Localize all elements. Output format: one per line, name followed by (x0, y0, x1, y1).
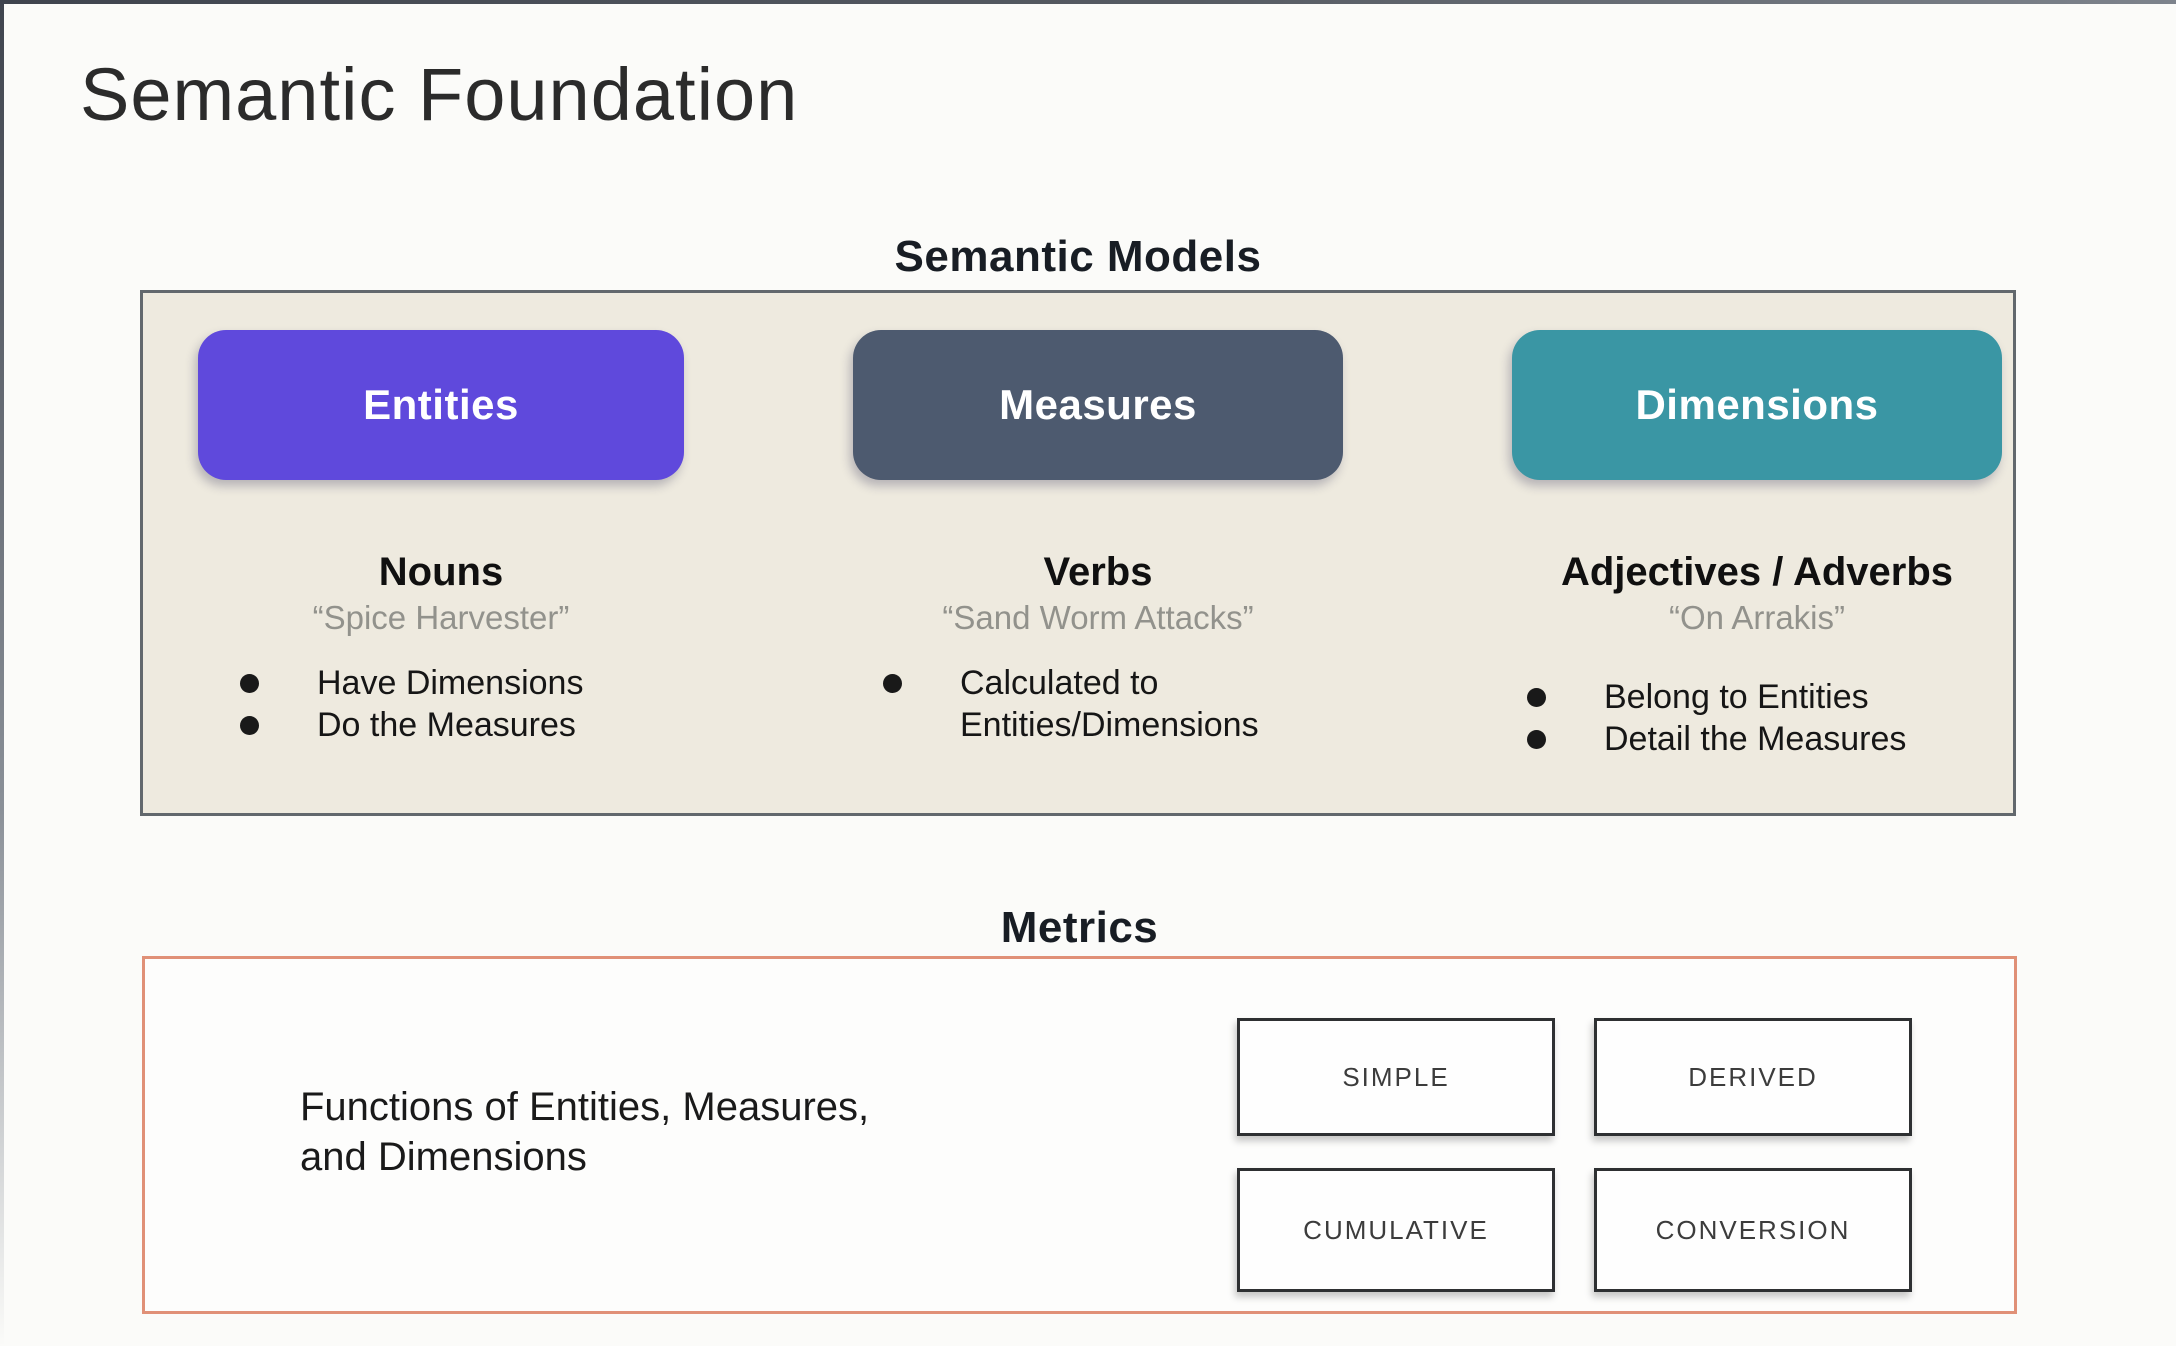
measures-pill: Measures (853, 330, 1343, 480)
list-item: Belong to Entities (1527, 676, 1906, 718)
entities-bullet-list: Have Dimensions Do the Measures (240, 662, 583, 746)
measures-example-quote: “Sand Worm Attacks” (942, 599, 1254, 636)
bullet-icon (240, 716, 259, 735)
entities-role: Nouns (378, 550, 504, 594)
entities-pill: Entities (198, 330, 684, 480)
bullet-icon (883, 674, 902, 693)
bullet-icon (240, 674, 259, 693)
bullet-icon (1527, 688, 1546, 707)
dimensions-role: Adjectives / Adverbs (1560, 550, 1953, 594)
metric-type-box-simple: SIMPLE (1237, 1018, 1555, 1136)
measures-role: Verbs (1043, 550, 1153, 594)
measures-bullet-list: Calculated to Entities/Dimensions (883, 662, 1330, 746)
dimensions-example-quote: “On Arrakis” (1668, 599, 1846, 636)
metrics-description: Functions of Entities, Measures, and Dim… (300, 1085, 870, 1179)
metric-type-label: CONVERSION (1655, 1214, 1851, 1245)
metric-type-box-cumulative: CUMULATIVE (1237, 1168, 1555, 1292)
screen-edge-top (0, 0, 2176, 4)
dimensions-pill-label: Dimensions (1635, 381, 1879, 428)
page-title: Semantic Foundation (80, 53, 799, 136)
metric-type-label: DERIVED (1688, 1061, 1818, 1092)
list-item: Do the Measures (240, 704, 583, 746)
entities-column-heading: Nouns “Spice Harvester” (198, 548, 684, 638)
dimensions-bullet-list: Belong to Entities Detail the Measures (1527, 676, 1906, 760)
entities-example-quote: “Spice Harvester” (312, 599, 570, 636)
metric-type-box-derived: DERIVED (1594, 1018, 1912, 1136)
list-item: Calculated to Entities/Dimensions (883, 662, 1330, 746)
metric-type-label: CUMULATIVE (1303, 1214, 1489, 1245)
measures-column-heading: Verbs “Sand Worm Attacks” (853, 548, 1343, 638)
list-item: Have Dimensions (240, 662, 583, 704)
metrics-heading: Metrics (1000, 903, 1159, 952)
list-item: Detail the Measures (1527, 718, 1906, 760)
dimensions-pill: Dimensions (1512, 330, 2002, 480)
bullet-icon (1527, 730, 1546, 749)
metric-type-box-conversion: CONVERSION (1594, 1168, 1912, 1292)
semantic-models-heading: Semantic Models (894, 232, 1262, 281)
entities-pill-label: Entities (363, 381, 519, 428)
measures-pill-label: Measures (999, 381, 1197, 428)
screen-edge-left (0, 0, 4, 1346)
metric-type-label: SIMPLE (1342, 1061, 1450, 1092)
dimensions-column-heading: Adjectives / Adverbs “On Arrakis” (1512, 548, 2002, 638)
